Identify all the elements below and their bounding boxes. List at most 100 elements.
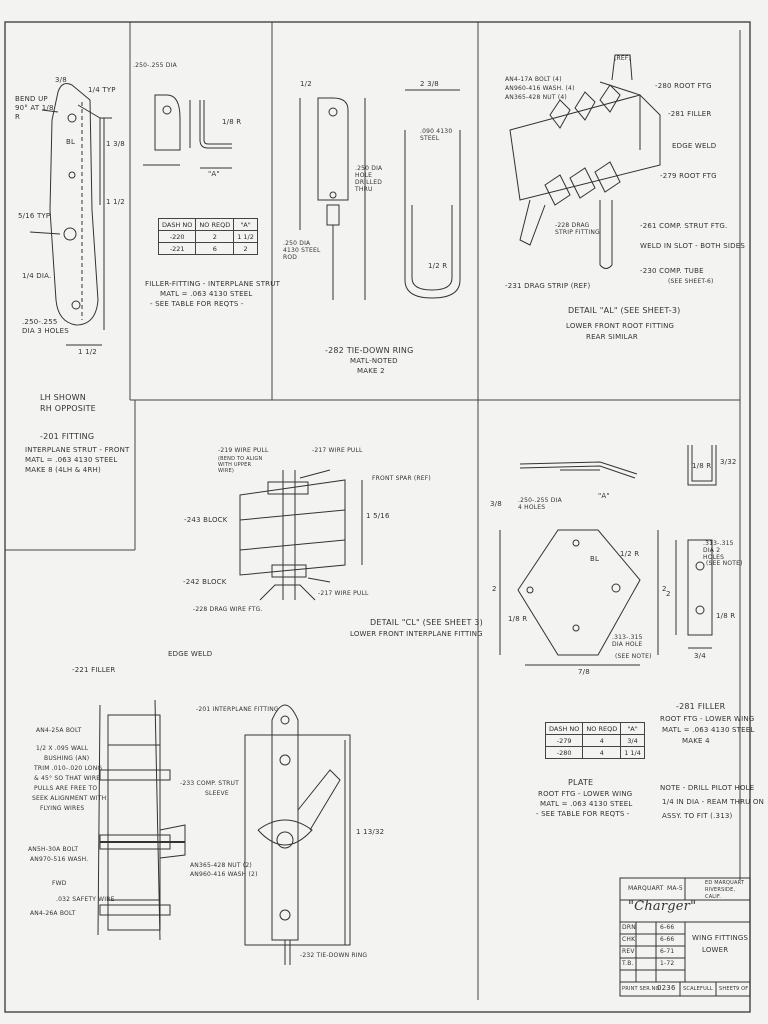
cell: 1 1/4	[620, 746, 645, 759]
al-root-ftg2: -279 ROOT FTG	[660, 172, 717, 180]
note-line1: NOTE - DRILL PILOT HOLE	[660, 784, 755, 792]
tie-note: .250 DIA HOLE DRILLED THRU	[355, 165, 383, 193]
tb-row-label: DRN	[622, 924, 636, 931]
al-edge-weld: EDGE WELD	[672, 142, 717, 150]
fitting-201-line4: MAKE 8 (4LH & 4RH)	[25, 466, 101, 474]
tb-sheet: 9 OF	[736, 986, 749, 992]
al-weld-slot: WELD IN SLOT - BOTH SIDES	[640, 242, 745, 250]
note-line3: ASSY. TO FIT (.313)	[662, 812, 733, 820]
f281-holes: .313-.315 DIA 2 HOLES	[703, 540, 734, 561]
asm-bushing2: BUSHING (AN)	[44, 755, 90, 762]
detail-cl-drawing	[239, 469, 363, 601]
th-dash: DASH NO	[544, 722, 584, 735]
cell: 3/4	[620, 734, 645, 747]
plate-hole313: .313-.315 DIA HOLE	[612, 634, 643, 648]
cell: -220	[157, 230, 197, 243]
note-line2: 1/4 IN DIA - REAM THRU ON	[662, 798, 765, 806]
tb-row-date: 6-71	[660, 948, 675, 955]
fitting-201-title: -201 FITTING	[40, 432, 95, 441]
asm-tie-down: -232 TIE-DOWN RING	[300, 952, 368, 959]
fitting-201-drawing	[29, 83, 112, 346]
asm-bolt-an4b: AN4-26A BOLT	[30, 910, 76, 917]
th-a: "A"	[233, 218, 258, 231]
dim-side: 1 1/2	[106, 198, 125, 206]
fitting-201-line3: MATL = .063 4130 STEEL	[25, 456, 118, 464]
f281-r: 1/8 R	[692, 462, 712, 470]
th-dash: DASH NO	[157, 218, 197, 231]
tb-name: "Charger"	[628, 899, 697, 914]
plate-matl: MATL = .063 4130 STEEL	[540, 800, 633, 808]
plate-dim-w: 2	[662, 585, 667, 593]
al-drag-strip: -228 DRAG STRIP FITTING	[555, 222, 600, 236]
plate-bl: BL	[590, 555, 600, 563]
asm-safety: .032 SAFETY WIRE	[56, 896, 115, 903]
tie-steel: .090 4130 STEEL	[420, 128, 453, 142]
al-sub1: LOWER FRONT ROOT FITTING	[566, 322, 675, 330]
cl-bend-note: (BEND TO ALIGN WITH UPPER WIRE)	[218, 456, 263, 474]
th-noreqd: NO REQD	[195, 218, 235, 231]
tb-scale-label: SCALE	[683, 986, 701, 992]
tb-title1: WING FITTINGS	[692, 934, 749, 942]
tie-dim-top: 1/2	[300, 80, 312, 88]
cl-drag-wire: -228 DRAG WIRE FTG.	[193, 606, 263, 613]
al-nut: AN365-428 NUT (4)	[505, 94, 567, 101]
cl-wire-pull-217: -217 WIRE PULL	[312, 447, 363, 454]
cell: 1 1/2	[233, 230, 258, 243]
detail-al-drawing	[509, 54, 661, 269]
filler-281-drawing	[675, 445, 717, 649]
asm-bushing7: FLYING WIRES	[40, 805, 85, 812]
lh-shown: LH SHOWN	[40, 393, 86, 402]
cell: -279	[544, 734, 584, 747]
cell: 6	[195, 242, 235, 255]
al-sub2: REAR SIMILAR	[586, 333, 638, 341]
th-a: "A"	[620, 722, 645, 735]
f281-see-note: (SEE NOTE)	[706, 560, 743, 567]
cell: -280	[544, 746, 584, 759]
al-filler: -281 FILLER	[668, 110, 712, 118]
cell: 2	[195, 230, 235, 243]
cell: 2	[233, 242, 258, 255]
plate-drawing	[499, 461, 659, 666]
cl-title: DETAIL "CL" (SEE SHEET 3)	[370, 618, 483, 627]
asm-bolt-an4: AN4-25A BOLT	[36, 727, 82, 734]
th-noreqd: NO REQD	[582, 722, 622, 735]
plate-dim-78: 7/8	[578, 668, 590, 676]
tie-r: 1/2 R	[428, 262, 448, 270]
dim-bottom: 1 1/2	[78, 348, 97, 356]
tb-company3: CALIF.	[705, 894, 722, 900]
tb-company2: RIVERSIDE,	[705, 887, 736, 893]
filler-dim-a: "A"	[208, 170, 220, 178]
tb-row-label: CHK	[622, 936, 636, 943]
f281-dim: 3/32	[720, 458, 737, 466]
al-root-ftg: -280 ROOT FTG	[655, 82, 712, 90]
filler-title: FILLER-FITTING - INTERPLANE STRUT	[145, 280, 281, 288]
tb-designer: MARQUART	[628, 885, 664, 892]
asm-bushing4: & 45° SO THAT WIRE	[34, 775, 101, 782]
typ-top: 1/4 TYP	[88, 86, 116, 94]
asm-bolt-an5: AN5H-30A BOLT	[28, 846, 79, 853]
title-block-frame	[619, 877, 751, 997]
plate-dim-38: 3/8	[490, 500, 502, 508]
filler-fitting-drawing	[143, 94, 232, 169]
asm-bushing3: TRIM .010-.020 LONG	[34, 765, 103, 772]
tb-row-date: 6-66	[660, 924, 675, 931]
asm-wash-an970: AN970-516 WASH.	[30, 856, 89, 863]
cell: 4	[582, 734, 622, 747]
asm-filler: -221 FILLER	[72, 666, 116, 674]
tb-serial: 0236	[657, 984, 676, 992]
tie-down-ring-drawing	[299, 89, 461, 300]
bend-note: BEND UP 90° AT 1/8 R	[15, 95, 54, 121]
tie-matl: MATL-NOTED	[350, 357, 398, 365]
plate-dim-h: 2	[492, 585, 497, 593]
al-sheet6: (SEE SHEET-6)	[668, 278, 714, 285]
tie-title: -282 TIE-DOWN RING	[325, 346, 414, 355]
tb-title2: LOWER	[702, 946, 729, 954]
cell: -221	[157, 242, 197, 255]
rh-opposite: RH OPPOSITE	[40, 404, 96, 413]
cell: 4	[582, 746, 622, 759]
al-drag-ref: -231 DRAG STRIP (REF)	[505, 282, 591, 290]
asm-interplane: -201 INTERPLANE FITTING	[196, 706, 279, 713]
